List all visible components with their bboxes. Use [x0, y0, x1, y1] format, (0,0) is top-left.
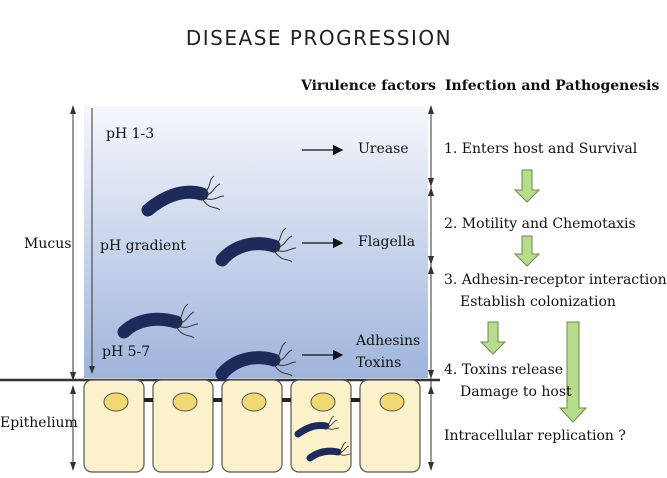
mucus-bracket: [70, 105, 76, 381]
bacterium-1: [141, 175, 225, 217]
flagella-label: Flagella: [358, 234, 416, 250]
step-4-label: 4. Toxins release: [444, 362, 564, 378]
step-3-label: 3. Adhesin-receptor interaction: [444, 272, 667, 288]
bacterium-4: [215, 341, 297, 381]
virulence-factors-header: Virulence factors: [301, 78, 436, 94]
ph-gradient-label: pH gradient: [100, 238, 186, 254]
toxins-label: Toxins: [356, 355, 402, 371]
flow-arrow-1-to-2: [513, 169, 541, 203]
mucus-label: Mucus: [24, 236, 72, 252]
diagram-artwork: [0, 105, 588, 473]
ph-top-label: pH 1-3: [106, 126, 155, 142]
urease-label: Urease: [358, 141, 409, 157]
adhesins-label: Adhesins: [356, 333, 421, 349]
intracellular-bacterium-1: [294, 415, 340, 438]
epithelial-cells: [83, 379, 421, 473]
flow-arrow-3-to-4: [479, 321, 507, 355]
stage-divider: [428, 105, 434, 471]
step-2-label: 2. Motility and Chemotaxis: [444, 216, 636, 232]
epithelium-bracket: [70, 385, 76, 471]
epithelium-label: Epithelium: [0, 415, 78, 431]
step-4-sub-label: Damage to host: [460, 384, 572, 400]
flow-arrow-2-to-3: [513, 235, 541, 267]
diagram-canvas: DISEASE PROGRESSION Virulence factors In…: [0, 26, 667, 473]
page-title: DISEASE PROGRESSION: [185, 26, 453, 50]
infection-pathogenesis-header: Infection and Pathogenesis: [445, 78, 660, 94]
bacterium-2: [215, 227, 297, 267]
intracellular-bacterium-2: [306, 441, 352, 462]
ph-bottom-label: pH 5-7: [102, 344, 151, 360]
bacterium-3: [117, 303, 199, 339]
step-1-label: 1. Enters host and Survival: [444, 141, 638, 157]
step-3-sub-label: Establish colonization: [460, 294, 616, 310]
intracellular-replication-label: Intracellular replication ?: [444, 428, 626, 444]
flow-arrow-3-to-intracellular: [558, 321, 588, 423]
